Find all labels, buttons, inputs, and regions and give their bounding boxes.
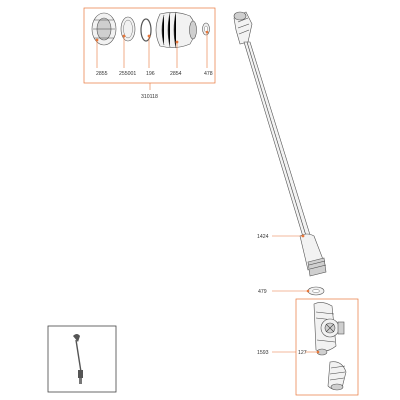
part-479[interactable]	[306, 286, 325, 296]
label-2854: 2854	[170, 71, 182, 77]
part-127[interactable]	[316, 348, 328, 356]
label-255001: 255001	[119, 71, 136, 77]
label-310118: 310118	[141, 94, 158, 100]
thumbnail-frame	[47, 325, 117, 393]
part-255001[interactable]	[120, 16, 136, 42]
valve-group: 127	[295, 298, 359, 396]
part-2855[interactable]	[91, 12, 117, 46]
wand-tube[interactable]	[233, 11, 312, 241]
overview-thumbnail	[47, 325, 117, 393]
label-479: 479	[258, 289, 267, 295]
group-box-1593	[295, 298, 359, 396]
group-box-310118	[83, 7, 216, 84]
part-2854[interactable]	[155, 11, 197, 49]
label-127: 127	[298, 350, 307, 356]
nozzle-kit-group: 2855 255001 196 2854 478 310118	[83, 7, 216, 100]
part-1424[interactable]	[299, 233, 327, 277]
label-1424: 1424	[257, 234, 269, 240]
label-478: 478	[204, 71, 213, 77]
hose-connector[interactable]	[327, 361, 347, 391]
label-196: 196	[146, 71, 155, 77]
label-1593: 1593	[257, 350, 269, 356]
label-2855: 2855	[96, 71, 108, 77]
part-478[interactable]	[202, 22, 210, 36]
valve-body[interactable]	[313, 302, 345, 352]
part-196[interactable]	[140, 18, 152, 42]
